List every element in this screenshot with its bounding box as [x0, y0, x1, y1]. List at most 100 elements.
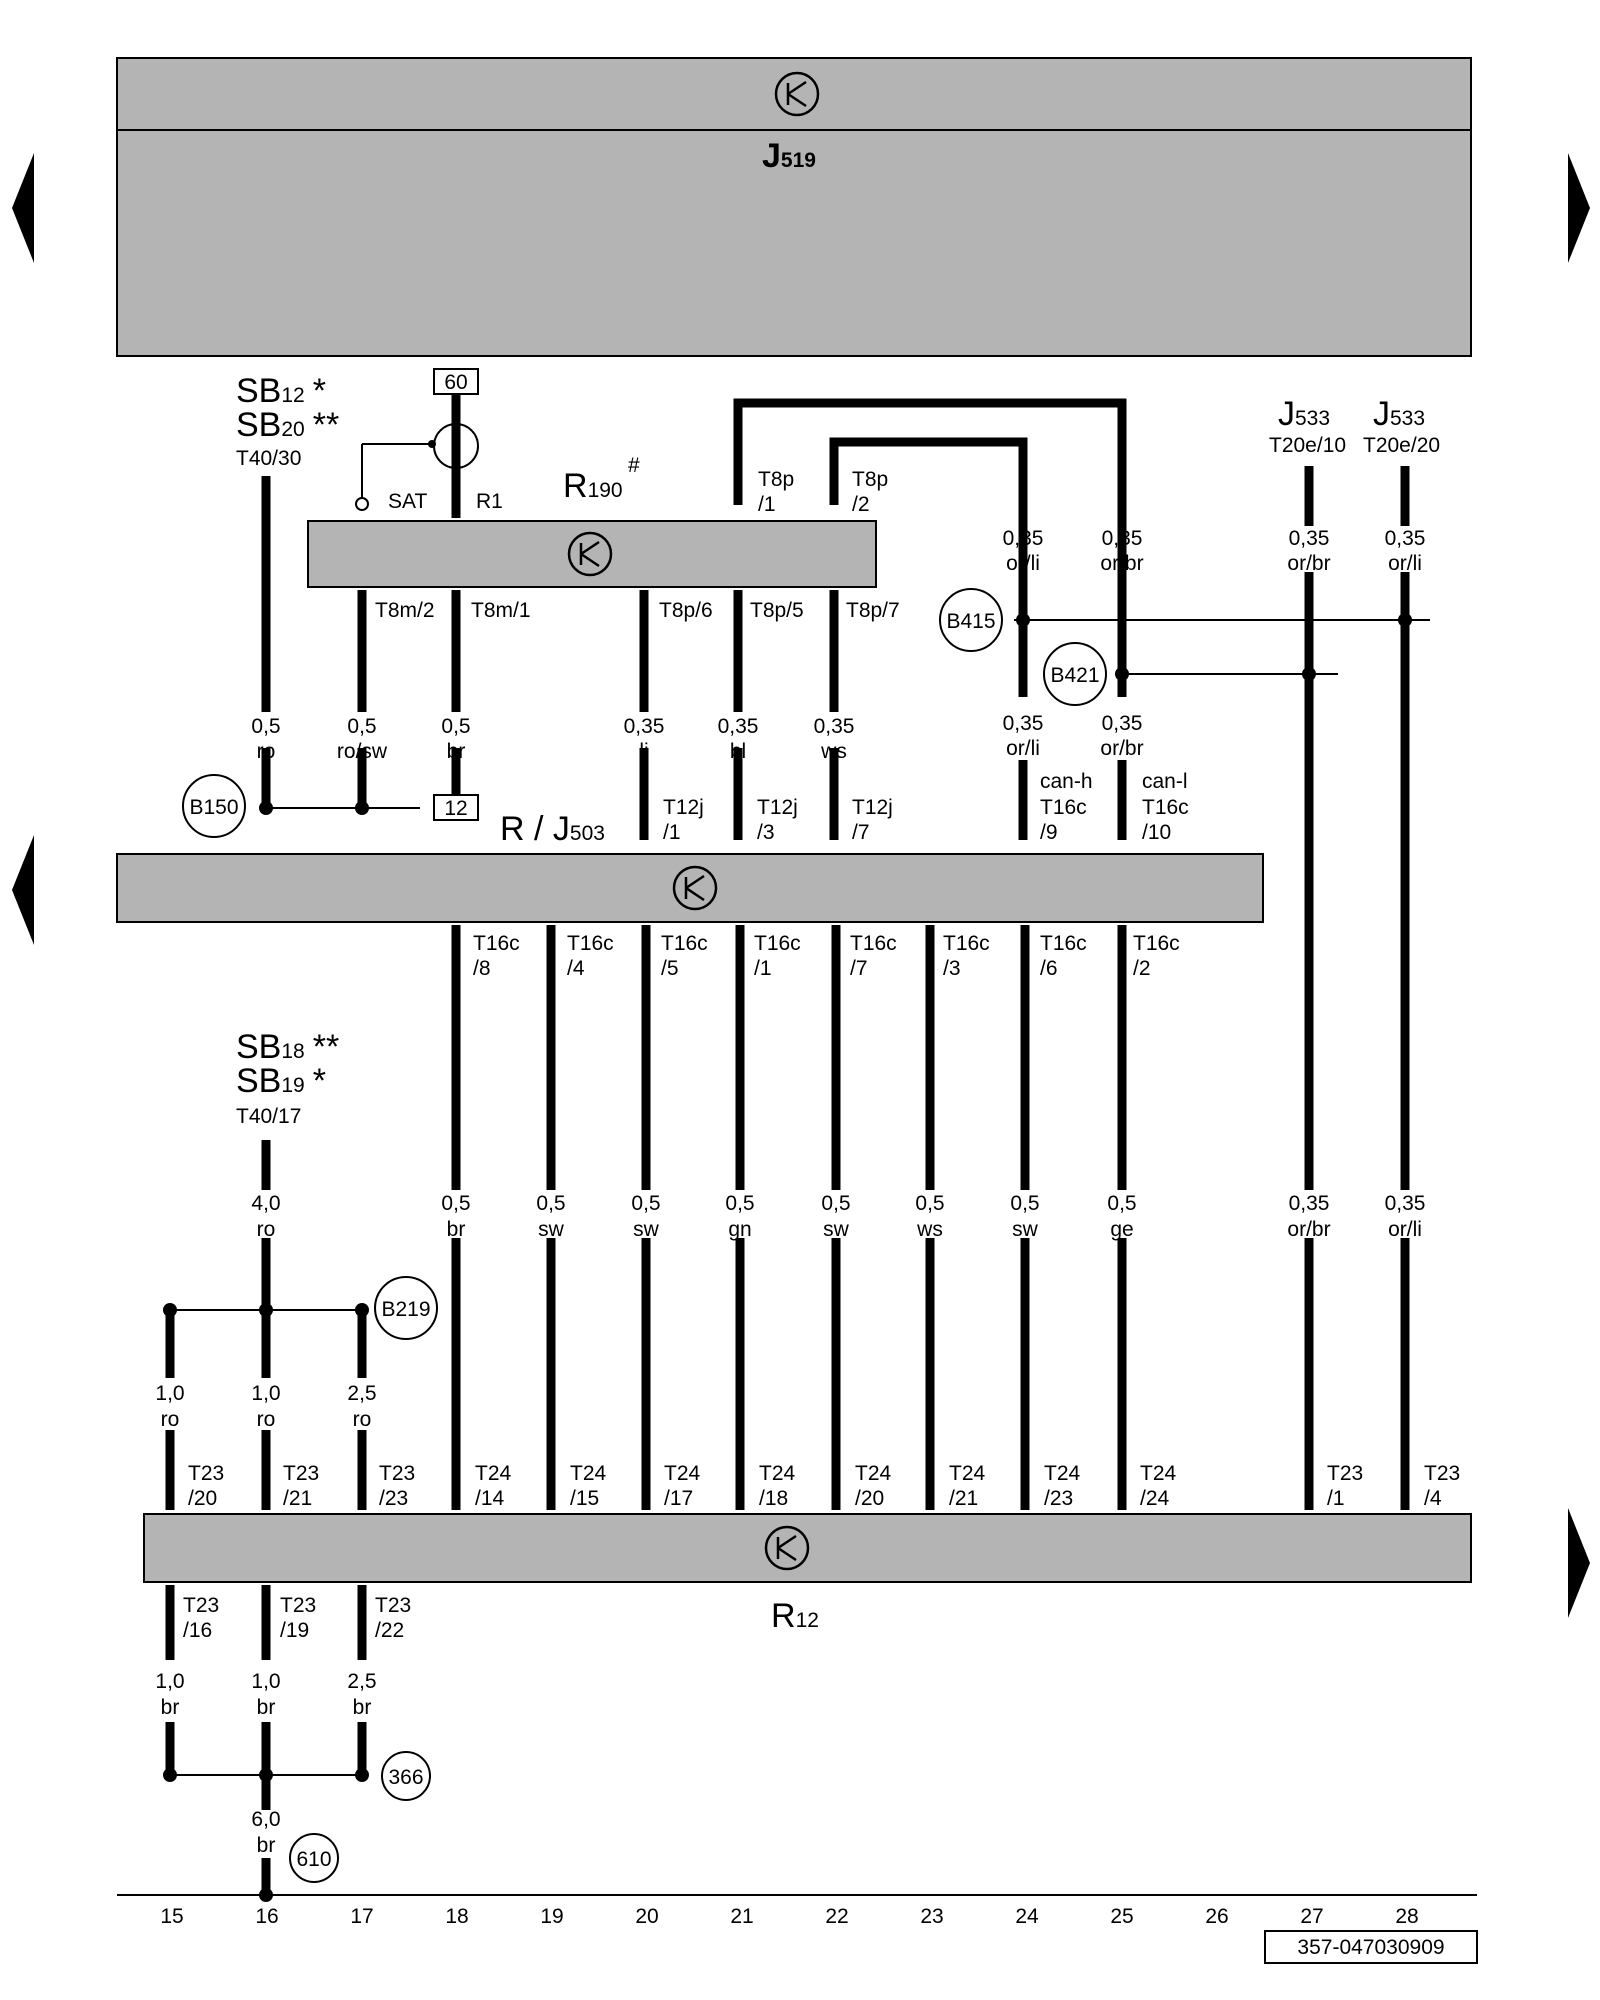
- svg-text:T12j: T12j: [852, 796, 893, 819]
- svg-text:can-l: can-l: [1142, 770, 1188, 793]
- svg-text:T24: T24: [1044, 1462, 1081, 1485]
- ground-point-366: 366: [381, 1751, 431, 1801]
- svg-text:/18: /18: [759, 1487, 788, 1510]
- column-number: 23: [920, 1905, 943, 1928]
- svg-text:ge: ge: [1110, 1218, 1133, 1241]
- svg-text:0,35: 0,35: [718, 715, 759, 738]
- svg-text:ro: ro: [161, 1408, 180, 1431]
- svg-text:T12j: T12j: [757, 796, 798, 819]
- svg-text:/24: /24: [1140, 1487, 1170, 1510]
- svg-text:ro: ro: [257, 1408, 276, 1431]
- svg-text:ws: ws: [916, 1218, 943, 1241]
- svg-text:0,5: 0,5: [631, 1192, 660, 1215]
- column-number: 16: [255, 1905, 278, 1928]
- svg-text:0,5: 0,5: [251, 715, 280, 738]
- svg-text:T16c: T16c: [850, 932, 897, 955]
- ground-symbol-icon: [774, 71, 820, 117]
- j519-sub: 519: [781, 149, 816, 172]
- drawing-code-box: [1264, 1930, 1478, 1964]
- svg-text:T16c: T16c: [661, 932, 708, 955]
- svg-text:T23: T23: [379, 1462, 415, 1485]
- svg-text:br: br: [353, 1696, 372, 1719]
- j533-ref-left: J533: [1278, 395, 1330, 433]
- svg-text:br: br: [257, 1696, 276, 1719]
- svg-text:li: li: [639, 740, 648, 763]
- svg-text:/20: /20: [188, 1487, 217, 1510]
- svg-text:B421: B421: [1050, 664, 1099, 687]
- svg-text:/19: /19: [280, 1619, 309, 1642]
- svg-text:0,35: 0,35: [1385, 1192, 1426, 1215]
- svg-text:sw: sw: [538, 1218, 565, 1241]
- svg-text:or/li: or/li: [1006, 552, 1040, 575]
- sb12-label: SB12*: [236, 372, 326, 410]
- svg-text:or/li: or/li: [1388, 1218, 1422, 1241]
- svg-text:0,5: 0,5: [441, 1192, 470, 1215]
- sb19-label: SB19*: [236, 1062, 326, 1100]
- svg-text:/22: /22: [375, 1619, 404, 1642]
- svg-text:T20e/10: T20e/10: [1269, 434, 1346, 457]
- prev-page-arrow-middle[interactable]: [12, 835, 34, 945]
- svg-text:4,0: 4,0: [251, 1192, 280, 1215]
- svg-text:0,35: 0,35: [814, 715, 855, 738]
- svg-text:/10: /10: [1142, 821, 1171, 844]
- svg-text:T8p: T8p: [852, 468, 888, 491]
- next-page-arrow-bottom[interactable]: [1568, 1508, 1590, 1618]
- svg-text:B150: B150: [189, 796, 238, 819]
- terminal-12-box: [433, 794, 479, 821]
- terminal-60-label: 60: [444, 371, 467, 394]
- svg-text:0,35: 0,35: [1385, 527, 1426, 550]
- svg-text:/1: /1: [758, 493, 776, 516]
- svg-text:/20: /20: [855, 1487, 884, 1510]
- component-r-j503: [116, 853, 1264, 923]
- ground-symbol-icon: [764, 1525, 810, 1571]
- svg-text:T12j: T12j: [663, 796, 704, 819]
- svg-text:or/li: or/li: [1388, 552, 1422, 575]
- svg-text:T16c: T16c: [1142, 796, 1189, 819]
- svg-text:/2: /2: [852, 493, 870, 516]
- svg-text:0,5: 0,5: [536, 1192, 565, 1215]
- svg-text:/16: /16: [183, 1619, 212, 1642]
- svg-text:/7: /7: [852, 821, 870, 844]
- svg-text:/5: /5: [661, 957, 679, 980]
- svg-text:sw: sw: [633, 1218, 660, 1241]
- prev-page-arrow-top[interactable]: [12, 153, 34, 263]
- svg-text:/23: /23: [379, 1487, 408, 1510]
- svg-text:br: br: [257, 1834, 276, 1857]
- svg-text:ws: ws: [820, 740, 847, 763]
- next-page-arrow-top[interactable]: [1568, 153, 1590, 263]
- column-number: 28: [1395, 1905, 1418, 1928]
- svg-text:0,35: 0,35: [1289, 1192, 1330, 1215]
- component-r12: [143, 1513, 1472, 1583]
- svg-text:T23: T23: [183, 1594, 219, 1617]
- svg-text:T8p: T8p: [758, 468, 794, 491]
- svg-text:T24: T24: [759, 1462, 796, 1485]
- column-number: 21: [730, 1905, 753, 1928]
- svg-text:366: 366: [388, 1766, 423, 1789]
- svg-text:12: 12: [444, 797, 467, 820]
- svg-text:T24: T24: [664, 1462, 701, 1485]
- svg-text:sw: sw: [1012, 1218, 1039, 1241]
- svg-text:T23: T23: [188, 1462, 224, 1485]
- svg-text:J519: J519: [762, 137, 816, 175]
- svg-text:0,5: 0,5: [915, 1192, 944, 1215]
- svg-text:2,5: 2,5: [347, 1670, 376, 1693]
- t40-30-label: T40/30: [236, 447, 301, 470]
- r1-label: R1: [476, 490, 503, 513]
- svg-text:or/br: or/br: [1100, 737, 1143, 760]
- svg-text:1,0: 1,0: [155, 1382, 184, 1405]
- svg-text:/1: /1: [663, 821, 681, 844]
- svg-text:T16c: T16c: [1040, 932, 1087, 955]
- svg-text:ro: ro: [353, 1408, 372, 1431]
- svg-text:/8: /8: [473, 957, 491, 980]
- column-number: 19: [540, 1905, 563, 1928]
- svg-text:/21: /21: [949, 1487, 978, 1510]
- svg-text:/23: /23: [1044, 1487, 1073, 1510]
- svg-text:0,5: 0,5: [441, 715, 470, 738]
- component-j519: J519: [116, 57, 1472, 357]
- svg-text:/21: /21: [283, 1487, 312, 1510]
- sat-label: SAT: [388, 490, 427, 513]
- connector-b150: B150: [182, 774, 246, 838]
- svg-text:T8p/6: T8p/6: [659, 599, 713, 622]
- svg-text:or/br: or/br: [1287, 1218, 1330, 1241]
- column-number: 20: [635, 1905, 658, 1928]
